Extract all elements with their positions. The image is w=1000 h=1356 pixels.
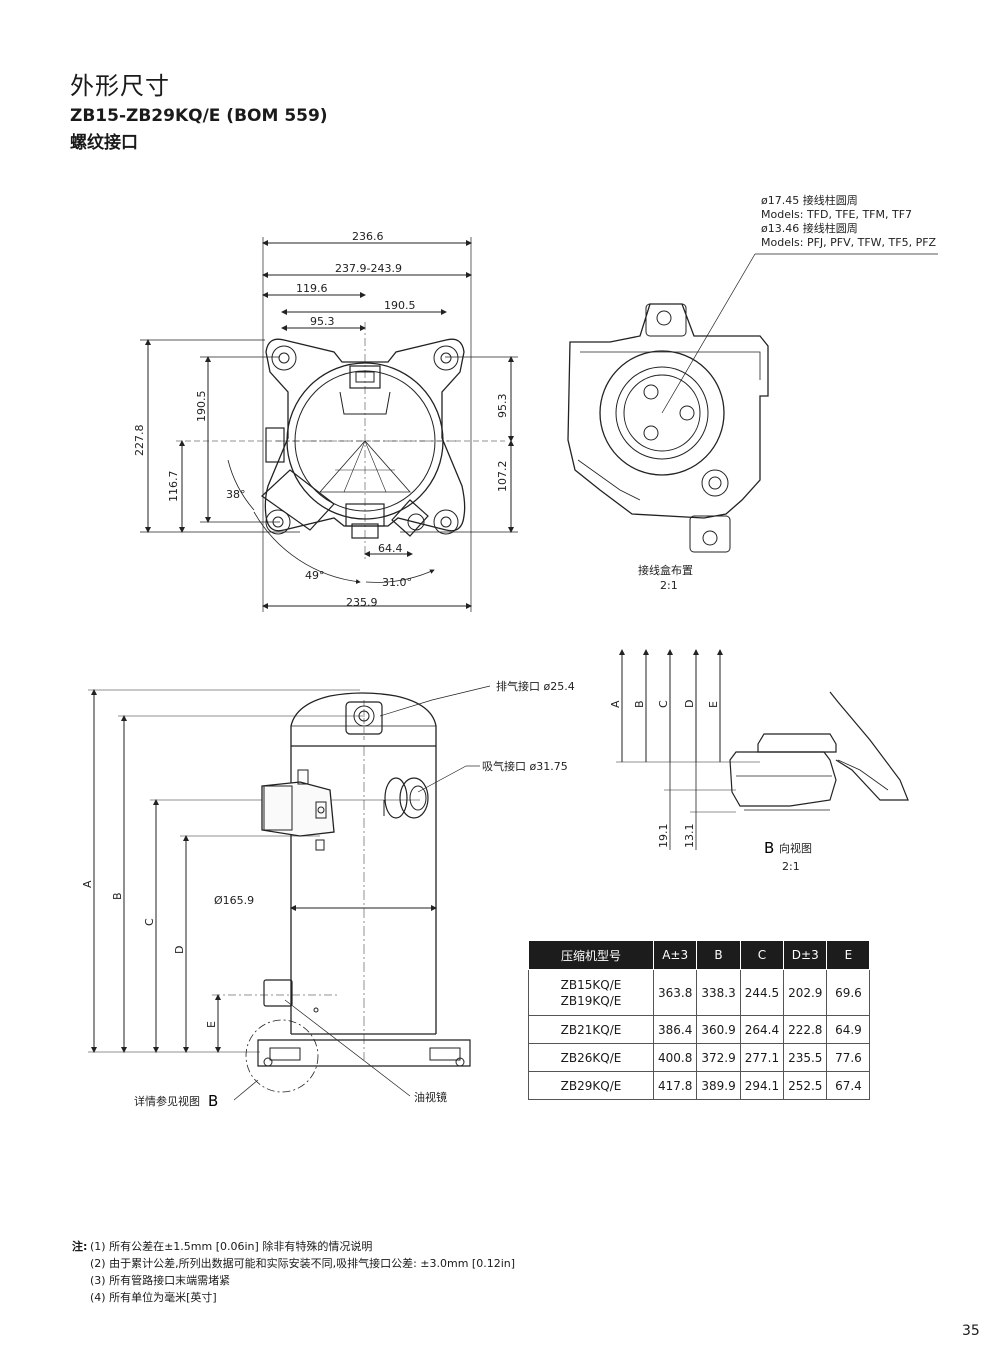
cell-c: 244.5 bbox=[739, 969, 785, 1016]
page-number: 35 bbox=[962, 1323, 980, 1339]
side-view-drawing bbox=[88, 685, 491, 1101]
table-row: ZB29KQ/E 417.8 389.9 294.1 252.5 67.4 bbox=[528, 1071, 871, 1100]
viewb-letter-c: C bbox=[657, 700, 670, 708]
dim-19-1: 19.1 bbox=[657, 824, 670, 849]
cell-e: 69.6 bbox=[826, 969, 871, 1016]
viewb-letter-d: D bbox=[683, 700, 696, 708]
header-model: 压缩机型号 bbox=[528, 940, 654, 970]
terminal-box-caption: 接线盒布置 bbox=[638, 563, 693, 577]
view-b-scale: 2:1 bbox=[782, 860, 800, 873]
view-b-caption: 向视图 bbox=[779, 841, 812, 855]
diameter-label: Ø165.9 bbox=[214, 894, 254, 907]
view-b-caption-letter: B bbox=[764, 839, 774, 857]
viewb-letter-b: B bbox=[633, 700, 646, 708]
cell-model: ZB26KQ/E bbox=[528, 1043, 654, 1072]
terminal-note-3: ø13.46 接线柱圆周 bbox=[761, 221, 858, 235]
connection-type-subtitle: 螺纹接口 bbox=[70, 133, 138, 153]
notes-lead: 注: bbox=[72, 1240, 88, 1253]
dim-190-5-horizontal: 190.5 bbox=[384, 299, 416, 312]
detail-ref-letter: B bbox=[208, 1092, 218, 1110]
cell-e: 77.6 bbox=[826, 1043, 871, 1072]
cell-c: 277.1 bbox=[739, 1043, 785, 1072]
detail-ref-label: 详情参见视图 bbox=[134, 1094, 200, 1108]
angle-38: 38° bbox=[226, 488, 246, 501]
dim-95-3-vertical: 95.3 bbox=[496, 394, 509, 419]
side-letter-a: A bbox=[81, 880, 94, 888]
side-letter-b: B bbox=[111, 892, 124, 900]
dim-107-2: 107.2 bbox=[496, 461, 509, 493]
side-letter-c: C bbox=[143, 918, 156, 926]
model-range-subtitle: ZB15-ZB29KQ/E (BOM 559) bbox=[70, 106, 328, 126]
suction-label: 吸气接口 ø31.75 bbox=[482, 759, 568, 773]
terminal-box-labels: ø17.45 接线柱圆周 Models: TFD, TFE, TFM, TF7 … bbox=[638, 193, 937, 592]
cell-a: 363.8 bbox=[652, 969, 698, 1016]
table-header-row: 压缩机型号 A±3 B C D±3 E bbox=[528, 940, 871, 970]
note-item: (4) 所有单位为毫米[英寸] bbox=[90, 1291, 217, 1304]
cell-d: 252.5 bbox=[783, 1071, 828, 1100]
cell-e: 64.9 bbox=[826, 1015, 871, 1044]
dim-237-9: 237.9-243.9 bbox=[335, 262, 402, 275]
note-item: (3) 所有管路接口末端需堵紧 bbox=[90, 1274, 231, 1287]
top-view-drawing bbox=[140, 237, 518, 612]
angle-31: 31.0° bbox=[382, 576, 412, 589]
cell-d: 202.9 bbox=[783, 969, 828, 1016]
terminal-box-scale: 2:1 bbox=[660, 579, 678, 592]
angle-49: 49° bbox=[305, 569, 325, 582]
cell-model: ZB29KQ/E bbox=[528, 1071, 654, 1100]
terminal-box-drawing bbox=[567, 253, 938, 553]
cell-a: 417.8 bbox=[652, 1071, 698, 1100]
cell-a: 386.4 bbox=[652, 1015, 698, 1044]
side-view-labels: 排气接口 ø25.4 吸气接口 ø31.75 Ø165.9 油视镜 详情参见视图… bbox=[81, 679, 575, 1110]
discharge-label: 排气接口 ø25.4 bbox=[496, 679, 575, 693]
table-row: ZB26KQ/E 400.8 372.9 277.1 235.5 77.6 bbox=[528, 1043, 871, 1072]
header-b: B bbox=[696, 940, 741, 970]
header-c: C bbox=[739, 940, 785, 970]
cell-d: 235.5 bbox=[783, 1043, 828, 1072]
cell-a: 400.8 bbox=[652, 1043, 698, 1072]
cell-b: 389.9 bbox=[696, 1071, 741, 1100]
cell-e: 67.4 bbox=[826, 1071, 871, 1100]
notes-section: 注:(1) 所有公差在±1.5mm [0.06in] 除非有特殊的情况说明 (2… bbox=[72, 1238, 515, 1306]
dim-64-4: 64.4 bbox=[378, 542, 403, 555]
page-title: 外形尺寸 bbox=[70, 72, 170, 100]
dim-95-3-horizontal: 95.3 bbox=[310, 315, 335, 328]
viewb-letter-a: A bbox=[609, 700, 622, 708]
dim-235-9: 235.9 bbox=[346, 596, 378, 609]
cell-model: ZB21KQ/E bbox=[528, 1015, 654, 1044]
cell-b: 360.9 bbox=[696, 1015, 741, 1044]
dim-13-1: 13.1 bbox=[683, 824, 696, 849]
cell-c: 264.4 bbox=[739, 1015, 785, 1044]
sight-glass-label: 油视镜 bbox=[414, 1090, 447, 1104]
dim-119-6: 119.6 bbox=[296, 282, 328, 295]
terminal-note-1: ø17.45 接线柱圆周 bbox=[761, 193, 858, 207]
header-d: D±3 bbox=[783, 940, 828, 970]
note-item: (2) 由于累计公差,所列出数据可能和实际安装不同,吸排气接口公差: ±3.0m… bbox=[90, 1257, 516, 1270]
cell-b: 372.9 bbox=[696, 1043, 741, 1072]
table-row: ZB21KQ/E 386.4 360.9 264.4 222.8 64.9 bbox=[528, 1015, 871, 1044]
side-letter-d: D bbox=[173, 946, 186, 954]
top-view-dimension-labels: 236.6 237.9-243.9 119.6 190.5 95.3 227.8… bbox=[133, 230, 509, 609]
side-letter-e: E bbox=[205, 1021, 218, 1028]
cell-d: 222.8 bbox=[783, 1015, 828, 1044]
cell-b: 338.3 bbox=[696, 969, 741, 1016]
cell-c: 294.1 bbox=[739, 1071, 785, 1100]
dim-190-5-vertical: 190.5 bbox=[195, 391, 208, 423]
dim-116-7: 116.7 bbox=[167, 471, 180, 503]
terminal-note-4: Models: PFJ, PFV, TFW, TF5, PFZ bbox=[761, 236, 937, 249]
header-a: A±3 bbox=[652, 940, 698, 970]
terminal-note-2: Models: TFD, TFE, TFM, TF7 bbox=[761, 208, 912, 221]
view-b-labels: A B C D E 19.1 13.1 B 向视图 2:1 bbox=[609, 700, 812, 873]
dim-236-6: 236.6 bbox=[352, 230, 384, 243]
header-e: E bbox=[826, 940, 871, 970]
view-b-drawing bbox=[616, 649, 909, 850]
dim-227-8: 227.8 bbox=[133, 425, 146, 457]
viewb-letter-e: E bbox=[707, 701, 720, 708]
note-item: 注:(1) 所有公差在±1.5mm [0.06in] 除非有特殊的情况说明 bbox=[72, 1240, 373, 1253]
